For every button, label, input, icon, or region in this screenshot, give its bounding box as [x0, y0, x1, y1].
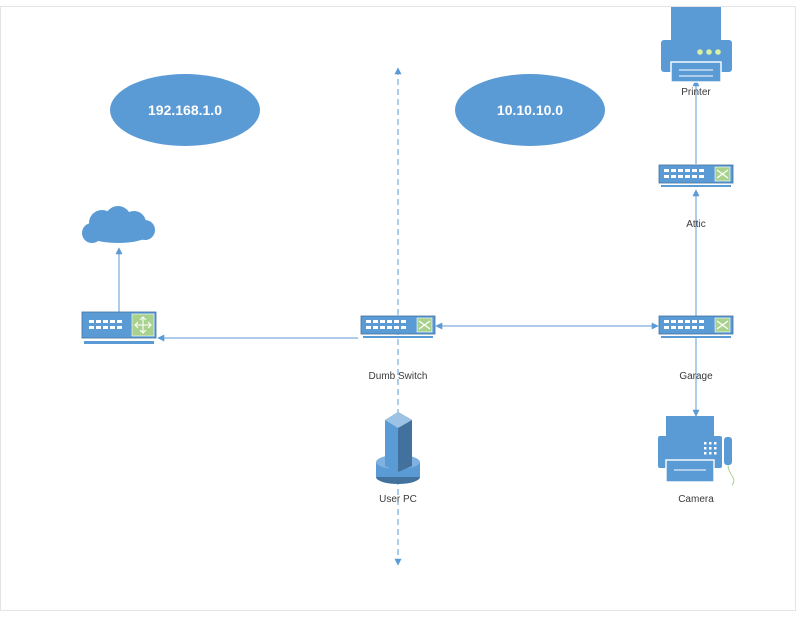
fax-machine-icon[interactable] [658, 416, 735, 486]
user-pc-label: User PC [379, 494, 417, 505]
subnet-right: 10.10.10.0 [455, 74, 605, 146]
printer-icon[interactable] [661, 7, 732, 83]
pc-tower-icon[interactable] [376, 412, 420, 484]
cloud-icon[interactable] [82, 206, 155, 243]
garage-switch-icon[interactable] [658, 315, 734, 339]
dumb-switch-label: Dumb Switch [369, 371, 428, 382]
router-icon[interactable] [81, 311, 157, 344]
camera-label: Camera [678, 494, 714, 505]
garage-label: Garage [679, 371, 713, 382]
subnet-right-label: 10.10.10.0 [497, 102, 563, 118]
diagram-canvas [0, 6, 796, 611]
attic-label: Attic [686, 219, 705, 230]
attic-switch-icon[interactable] [658, 164, 734, 188]
printer-label: Printer [681, 87, 711, 98]
subnet-left-label: 192.168.1.0 [148, 102, 222, 118]
subnet-left: 192.168.1.0 [110, 74, 260, 146]
